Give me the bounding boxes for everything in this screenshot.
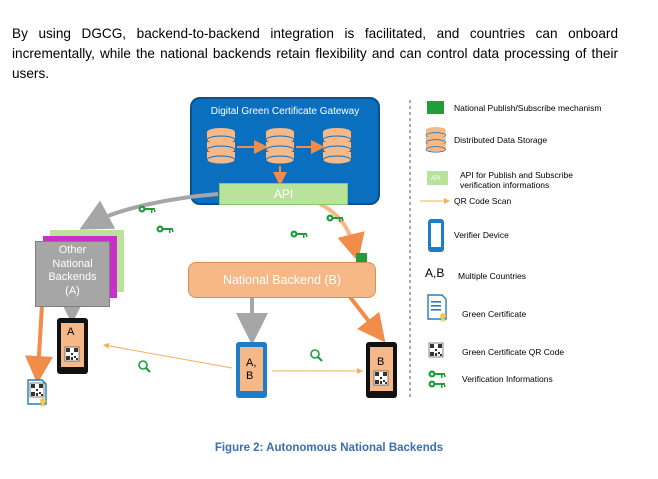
national-to-phone-b-arrow [348, 295, 386, 343]
phone-b-icon [366, 342, 397, 398]
other-backends-line-2: National [52, 257, 93, 270]
legend-api-text-line-1: API for Publish and Subscribe [460, 170, 573, 180]
phone-ab-label-line-2: B [246, 370, 254, 382]
intro-paragraph: By using DGCG, backend-to-backend integr… [12, 26, 618, 81]
phone-ab-label-line-1: A, [246, 357, 257, 369]
database-sync-arrows [237, 140, 325, 186]
legend-api-text: API for Publish and Subscribe verificati… [460, 170, 573, 190]
other-backends-line-4: (A) [65, 284, 80, 297]
database-icon-2 [265, 127, 295, 165]
key-icon-3 [290, 230, 308, 238]
legend-api-text-line-2: verification informations [460, 180, 550, 190]
api-box: API [219, 183, 348, 205]
phone-a-icon [57, 318, 88, 374]
key-icon-2 [156, 225, 174, 233]
legend-publish-text: National Publish/Subscribe mechanism [454, 103, 602, 113]
phone-a-label: A [67, 326, 75, 338]
legend-verifier-text: Verifier Device [454, 230, 509, 240]
legend-qr-text: Green Certificate QR Code [462, 347, 565, 357]
legend-publish-icon [427, 101, 444, 114]
api-to-national-arrow [319, 202, 365, 262]
national-backend-box: National Backend (B) [188, 262, 376, 298]
database-icon-1 [206, 127, 236, 165]
scan-line-a [103, 342, 233, 369]
scan-search-icon-2 [310, 349, 323, 362]
scan-search-icon-1 [138, 360, 151, 373]
figure-caption: Figure 2: Autonomous National Backends [214, 442, 444, 454]
gateway-title: Digital Green Certificate Gateway [210, 106, 360, 117]
legend-verification-text: Verification Informations [462, 374, 553, 384]
phone-ab-icon [236, 342, 267, 398]
other-to-cert-arrow [24, 304, 53, 384]
legend-countries-text: Multiple Countries [458, 271, 527, 281]
certificate-qr-icon [29, 382, 45, 398]
legend-qr-scan-text: QR Code Scan [454, 196, 512, 206]
legend-key-icon-2 [428, 380, 446, 388]
database-icon-3 [322, 127, 352, 165]
other-backends-box: Other National Backends (A) [35, 241, 110, 307]
other-backends-line-3: Backends [48, 271, 97, 283]
legend-cert-text: Green Certificate [462, 309, 527, 319]
legend-cert-icon [427, 294, 447, 323]
legend-storage-text: Distributed Data Storage [454, 135, 548, 145]
legend-api-badge-text: API [431, 176, 441, 182]
legend-verifier-icon [428, 219, 444, 252]
legend-qr-icon [428, 342, 444, 358]
legend-key-icon-1 [428, 370, 446, 378]
phone-b-label: B [377, 356, 385, 368]
legend-countries-code: A,B [425, 266, 445, 280]
publish-mechanism-square [356, 253, 367, 264]
legend-storage-icon [425, 126, 446, 153]
legend-api-badge [427, 171, 448, 185]
other-backends-line-1: Other [58, 244, 87, 256]
api-to-other-arrow [79, 192, 219, 230]
phone-ab-label: A, B [246, 357, 256, 383]
key-icon-1 [138, 205, 156, 213]
